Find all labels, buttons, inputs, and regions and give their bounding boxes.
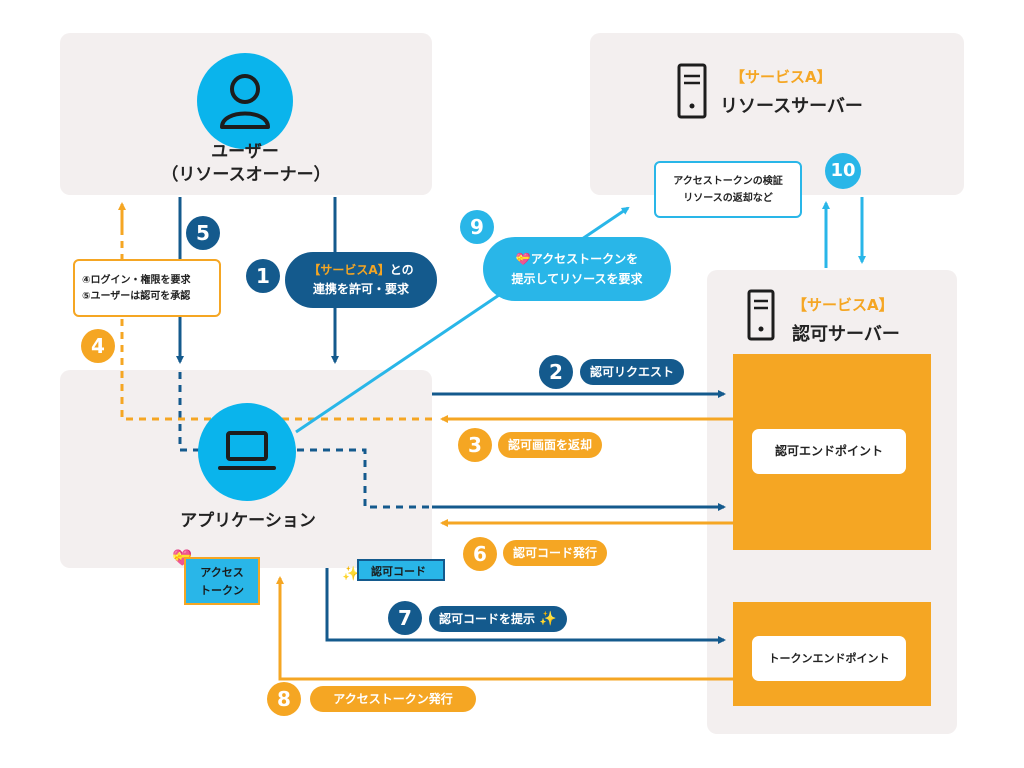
step-9-line1-text: アクセストークンを [530, 252, 639, 266]
token-endpoint: トークンエンドポイント [752, 636, 906, 681]
step-7-text: 認可コードを提示 [439, 612, 536, 626]
resource-server-note-line2: リソースの返却など [683, 193, 773, 204]
token-endpoint-label: トークンエンドポイント [768, 652, 890, 665]
step-8-badge: 8 [267, 682, 301, 716]
step-2-label: 認可リクエスト [580, 359, 685, 385]
access-token-line2: トークン [200, 584, 244, 597]
step-6-badge: 6 [463, 537, 497, 571]
step-4-line1: ④ログイン・権限を要求 [82, 275, 191, 286]
access-token-line1: アクセス [200, 566, 244, 579]
resource-server-note-line1: アクセストークンの検証 [673, 176, 783, 187]
step-1-line1: 【サービスA】との [285, 261, 437, 280]
sparkle-icon: ✨ [539, 611, 557, 627]
step-3-badge: 3 [458, 428, 492, 462]
step-1-line1-suffix: との [389, 263, 414, 277]
auth-code-tag: 認可コード [357, 559, 445, 581]
step-9-line1: 💝アクセストークンを [483, 249, 671, 269]
step-9-label: 💝アクセストークンを 提示してリソースを要求 [483, 237, 671, 301]
laptop-icon [198, 403, 296, 501]
application-title: アプリケーション [180, 511, 316, 531]
person-icon [197, 53, 293, 149]
authorization-endpoint-label: 認可エンドポイント [774, 444, 883, 458]
step-4-note: ④ログイン・権限を要求 ⑤ユーザーは認可を承認 [73, 259, 221, 317]
resource-server-service: 【サービスA】 [730, 68, 832, 86]
step-1-service: 【サービスA】 [308, 263, 390, 277]
step-4-badge: 4 [81, 329, 115, 363]
auth-server-title: 認可サーバー [792, 324, 900, 345]
step-1-line2: 連携を許可・要求 [312, 282, 409, 296]
step-9-line2: 提示してリソースを要求 [511, 272, 643, 286]
server-icon [677, 63, 707, 123]
step-3-label: 認可画面を返却 [498, 432, 603, 458]
access-token-tag: アクセス トークン [184, 557, 260, 605]
token-heart-icon: 💝 [515, 252, 531, 266]
auth-server-service: 【サービスA】 [792, 296, 894, 314]
resource-server-title: リソースサーバー [720, 96, 863, 117]
step-7-label: 認可コードを提示 ✨ [429, 606, 567, 632]
step-5-badge: 5 [186, 216, 220, 250]
sparkle-icon: ✨ [342, 566, 360, 582]
server-icon [747, 289, 775, 345]
authorization-endpoint: 認可エンドポイント [752, 429, 906, 474]
step-10-badge: 10 [825, 153, 861, 189]
step-1-badge: 1 [246, 259, 280, 293]
step-1-label: 【サービスA】との 連携を許可・要求 [285, 252, 437, 308]
step-7-badge: 7 [388, 601, 422, 635]
step-8-label: アクセストークン発行 [310, 686, 476, 712]
step-9-badge: 9 [460, 210, 494, 244]
resource-server-note: アクセストークンの検証 リソースの返却など [654, 161, 802, 218]
step-6-label: 認可コード発行 [503, 540, 608, 566]
user-title: ユーザー [211, 142, 279, 162]
step-2-badge: 2 [539, 355, 573, 389]
step-4-line2: ⑤ユーザーは認可を承認 [82, 291, 191, 302]
user-subtitle: （リソースオーナー） [161, 165, 331, 185]
